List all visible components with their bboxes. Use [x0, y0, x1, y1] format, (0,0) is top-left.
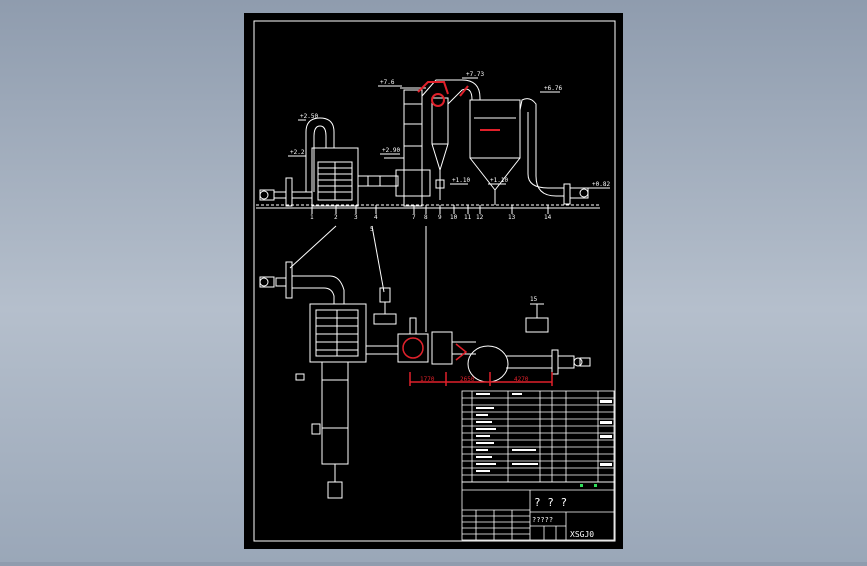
part-number-12: 12	[476, 214, 484, 221]
green-marks	[580, 484, 597, 487]
highlight-marks-elevation	[417, 81, 500, 131]
elevation-label-1: +7.6	[380, 79, 395, 86]
part-number-11: 11	[464, 214, 472, 221]
part-number-8: 8	[424, 214, 428, 221]
elevation-label-2: +7.73	[466, 71, 484, 78]
drawing-name: ?????	[532, 516, 553, 524]
title-block-text: ? ? ? ????? XSGJ0	[532, 496, 594, 539]
dimension-2: 2650	[460, 376, 475, 383]
callout-15: 15	[530, 296, 538, 303]
part-number-2: 2	[334, 214, 338, 221]
elevation-view	[256, 77, 610, 214]
drawing-code: XSGJ0	[570, 530, 594, 539]
elevation-label-3: +6.76	[544, 85, 562, 92]
elevation-label-6: +2.90	[382, 147, 400, 154]
elevation-label-4: +2.50	[300, 113, 318, 120]
elevation-label-5: +2.2	[290, 149, 305, 156]
dimension-1: 1770	[420, 376, 435, 383]
elevation-label-7: +1.10	[452, 177, 470, 184]
drawing-frame	[253, 20, 616, 542]
part-number-5: 5	[370, 226, 374, 233]
part-number-1: 1	[310, 214, 314, 221]
title-block	[461, 481, 615, 541]
part-number-13: 13	[508, 214, 516, 221]
elevation-label-8: +1.10	[490, 177, 508, 184]
part-number-9: 9	[438, 214, 442, 221]
highlight-marks-plan	[402, 337, 553, 386]
dimension-labels: 1770 2650 4270	[420, 376, 529, 383]
parts-list-cell-marks	[476, 393, 612, 472]
part-number-14: 14	[544, 214, 552, 221]
elevation-labels: +7.6 +7.73 +6.76 +2.50 +2.2 +2.90 +1.10 …	[290, 71, 610, 188]
dimension-3: 4270	[514, 376, 529, 383]
part-number-3: 3	[354, 214, 358, 221]
part-number-10: 10	[450, 214, 458, 221]
part-number-labels: 1 2 3 4 5 7 8 9 10 11 12 13 14 15	[310, 214, 552, 303]
part-number-7: 7	[412, 214, 416, 221]
part-number-4: 4	[374, 214, 378, 221]
elevation-label-9: +0.82	[592, 181, 610, 188]
drawing-title: ? ? ?	[534, 496, 567, 509]
